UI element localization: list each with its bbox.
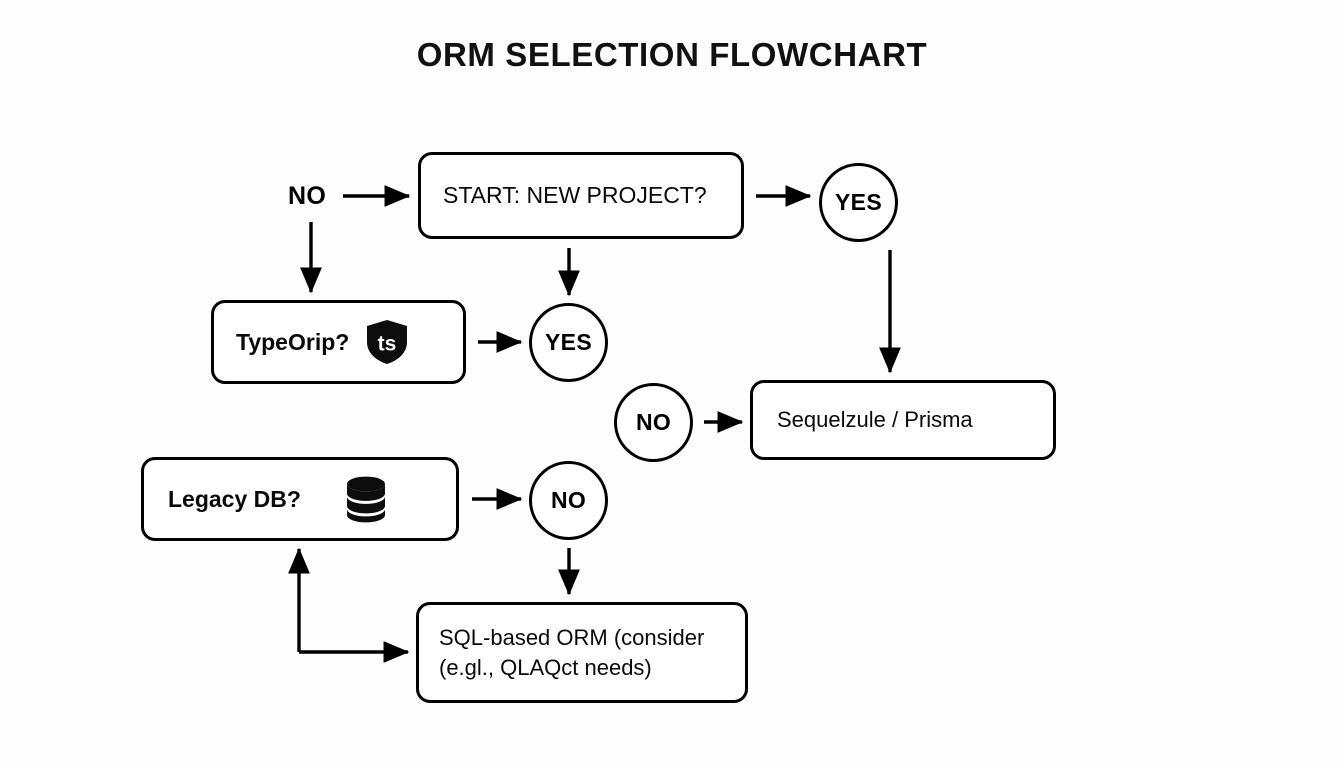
node-sql-text: SQL-based ORM (consider (e.gl., QLAQct n…: [439, 623, 704, 681]
node-legacy-db[interactable]: Legacy DB?: [141, 457, 459, 541]
page-title: ORM SELECTION FLOWCHART: [416, 36, 928, 73]
node-start-label: START: NEW PROJECT?: [443, 182, 707, 209]
node-sql-based-orm[interactable]: SQL-based ORM (consider (e.gl., QLAQct n…: [416, 602, 748, 703]
node-sequelize-label: Sequelzule / Prisma: [777, 407, 973, 433]
node-yes-1-label: YES: [835, 189, 882, 215]
typescript-shield-icon: ts: [365, 319, 409, 365]
node-no-1-label: NO: [635, 409, 672, 435]
node-no-2-label: NO: [550, 487, 587, 513]
label-no-start: NO: [288, 182, 327, 210]
database-icon: [343, 474, 389, 524]
svg-text:ts: ts: [378, 333, 397, 356]
node-typeorm-label: TypeOrip?: [236, 328, 350, 355]
node-sequelize-prisma[interactable]: Sequelzule / Prisma: [750, 380, 1056, 460]
node-sql-label-line1: SQL-based ORM (consider: [439, 625, 705, 651]
node-no-1[interactable]: NO: [614, 383, 693, 462]
node-sql-label-line2: (e.gl., QLAQct needs): [439, 654, 652, 680]
node-yes-2[interactable]: YES: [529, 303, 608, 382]
node-yes-2-label: YES: [545, 329, 592, 355]
node-legacy-label: Legacy DB?: [168, 485, 301, 512]
node-start[interactable]: START: NEW PROJECT?: [418, 152, 744, 239]
node-no-2[interactable]: NO: [529, 461, 608, 540]
node-typeorm[interactable]: TypeOrip? ts: [211, 300, 466, 384]
node-yes-1[interactable]: YES: [819, 163, 898, 242]
